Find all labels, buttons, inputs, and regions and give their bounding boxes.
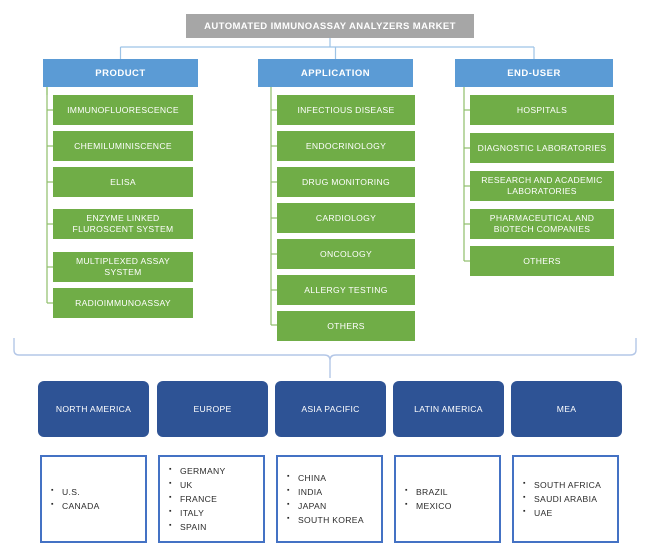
item-application-0[interactable]: INFECTIOUS DISEASE <box>277 95 415 125</box>
item-product-4[interactable]: MULTIPLEXED ASSAY SYSTEM <box>53 252 193 282</box>
list-item: INDIA <box>287 484 364 499</box>
item-product-2[interactable]: ELISA <box>53 167 193 197</box>
item-application-4[interactable]: ONCOLOGY <box>277 239 415 269</box>
page-title: AUTOMATED IMMUNOASSAY ANALYZERS MARKET <box>186 14 474 38</box>
list-item: SOUTH KOREA <box>287 512 364 527</box>
column-header-application[interactable]: APPLICATION <box>258 59 413 87</box>
column-header-product[interactable]: PRODUCT <box>43 59 198 87</box>
country-list-north-america: U.S. CANADA <box>40 455 147 543</box>
list-item: UAE <box>523 505 601 520</box>
country-items: CHINA INDIA JAPAN SOUTH KOREA <box>278 470 364 527</box>
item-product-0[interactable]: IMMUNOFLUORESCENCE <box>53 95 193 125</box>
list-item: SOUTH AFRICA <box>523 477 601 492</box>
country-list-mea: SOUTH AFRICA SAUDI ARABIA UAE <box>512 455 619 543</box>
country-list-asia-pacific: CHINA INDIA JAPAN SOUTH KOREA <box>276 455 383 543</box>
list-item: CHINA <box>287 470 364 485</box>
region-latin-america[interactable]: LATIN AMERICA <box>393 381 504 437</box>
item-application-2[interactable]: DRUG MONITORING <box>277 167 415 197</box>
country-items: SOUTH AFRICA SAUDI ARABIA UAE <box>514 477 601 520</box>
item-end-user-3[interactable]: PHARMACEUTICAL AND BIOTECH COMPANIES <box>470 209 614 239</box>
country-items: U.S. CANADA <box>42 484 100 513</box>
region-europe[interactable]: EUROPE <box>157 381 268 437</box>
item-end-user-0[interactable]: HOSPITALS <box>470 95 614 125</box>
item-end-user-1[interactable]: DIAGNOSTIC LABORATORIES <box>470 133 614 163</box>
item-application-1[interactable]: ENDOCRINOLOGY <box>277 131 415 161</box>
list-item: MEXICO <box>405 498 452 513</box>
list-item: BRAZIL <box>405 484 452 499</box>
list-item: CANADA <box>51 498 100 513</box>
list-item: U.S. <box>51 484 100 499</box>
item-product-1[interactable]: CHEMILUMINISCENCE <box>53 131 193 161</box>
list-item: FRANCE <box>169 491 226 506</box>
column-header-end-user[interactable]: END-USER <box>455 59 613 87</box>
region-north-america[interactable]: NORTH AMERICA <box>38 381 149 437</box>
item-product-5[interactable]: RADIOIMMUNOASSAY <box>53 288 193 318</box>
country-list-europe: GERMANY UK FRANCE ITALY SPAIN <box>158 455 265 543</box>
item-application-5[interactable]: ALLERGY TESTING <box>277 275 415 305</box>
item-application-6[interactable]: OTHERS <box>277 311 415 341</box>
region-mea[interactable]: MEA <box>511 381 622 437</box>
country-items: BRAZIL MEXICO <box>396 484 452 513</box>
list-item: ITALY <box>169 505 226 520</box>
list-item: SPAIN <box>169 519 226 534</box>
item-application-3[interactable]: CARDIOLOGY <box>277 203 415 233</box>
region-asia-pacific[interactable]: ASIA PACIFIC <box>275 381 386 437</box>
item-end-user-4[interactable]: OTHERS <box>470 246 614 276</box>
item-product-3[interactable]: ENZYME LINKED FLUROSCENT SYSTEM <box>53 209 193 239</box>
list-item: JAPAN <box>287 498 364 513</box>
list-item: SAUDI ARABIA <box>523 491 601 506</box>
country-items: GERMANY UK FRANCE ITALY SPAIN <box>160 463 226 534</box>
item-end-user-2[interactable]: RESEARCH AND ACADEMIC LABORATORIES <box>470 171 614 201</box>
list-item: GERMANY <box>169 463 226 478</box>
country-list-latin-america: BRAZIL MEXICO <box>394 455 501 543</box>
list-item: UK <box>169 477 226 492</box>
